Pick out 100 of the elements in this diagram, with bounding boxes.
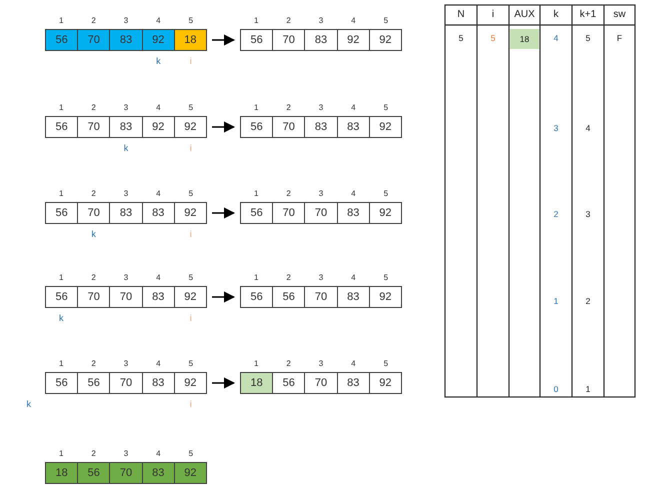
arrow [212, 121, 236, 133]
index-number: 3 [318, 273, 324, 282]
table-value: 2 [552, 209, 560, 219]
index-number: 5 [188, 449, 194, 458]
array-box [240, 202, 402, 224]
column-header: N [456, 9, 466, 20]
array-box [240, 116, 402, 138]
array-value: 70 [272, 30, 304, 50]
pointer-label: i [188, 56, 193, 66]
array-value: 56 [77, 463, 110, 483]
table-value: 5 [584, 33, 592, 43]
pointer-label: i [188, 313, 193, 323]
index-number: 4 [350, 273, 357, 282]
index-number: 1 [252, 16, 260, 25]
array-value: 70 [109, 463, 142, 483]
index-number: 5 [382, 16, 390, 25]
index-number: 5 [188, 359, 194, 368]
table-value: 3 [584, 209, 592, 219]
column-header: k+1 [578, 9, 598, 20]
pointer-label: k [122, 143, 130, 153]
column-header: i [490, 9, 496, 20]
table-value: 1 [552, 296, 560, 306]
index-number: 1 [252, 189, 260, 198]
index-number: 3 [122, 103, 130, 112]
array-value: 70 [77, 117, 110, 137]
array-value: 56 [46, 30, 78, 50]
pointer-label: i [188, 229, 193, 239]
index-number: 4 [155, 449, 162, 458]
arrow [212, 207, 236, 219]
index-number: 4 [350, 189, 357, 198]
array-value: 70 [77, 203, 110, 223]
index-number: 5 [382, 103, 390, 112]
array-box [45, 202, 207, 224]
index-number: 3 [122, 189, 130, 198]
table-value: 0 [552, 384, 560, 394]
array-box [240, 286, 402, 308]
array-value: 18 [46, 463, 78, 483]
array-value: 56 [77, 373, 110, 393]
index-number: 5 [382, 273, 390, 282]
index-number: 4 [155, 189, 162, 198]
array-box [240, 372, 402, 394]
table-value: 4 [552, 33, 560, 43]
pointer-label: i [188, 399, 193, 409]
index-number: 4 [350, 16, 357, 25]
column-header: sw [612, 9, 627, 20]
index-number: 5 [382, 189, 390, 198]
index-number: 2 [285, 359, 292, 368]
array-value: 70 [77, 30, 110, 50]
index-number: 3 [122, 16, 130, 25]
arrow [212, 377, 236, 389]
array-value: 70 [77, 287, 110, 307]
index-number: 2 [90, 359, 97, 368]
arrow [212, 291, 236, 303]
index-number: 1 [58, 103, 64, 112]
index-number: 4 [155, 16, 162, 25]
column-header: k [552, 9, 560, 20]
index-number: 2 [90, 16, 97, 25]
index-number: 1 [58, 273, 64, 282]
table-value: 3 [552, 123, 560, 133]
index-number: 3 [318, 16, 324, 25]
table-value: 4 [584, 123, 592, 133]
index-number: 1 [252, 359, 260, 368]
index-number: 2 [285, 16, 292, 25]
table-value: 1 [584, 384, 592, 394]
index-number: 3 [122, 359, 130, 368]
index-number: 3 [122, 449, 130, 458]
index-number: 3 [122, 273, 130, 282]
array-value: 56 [272, 373, 304, 393]
index-number: 4 [155, 273, 162, 282]
pointer-label: i [188, 143, 193, 153]
index-number: 2 [285, 273, 292, 282]
array-box [45, 29, 207, 51]
array-box [45, 462, 207, 484]
index-number: 4 [155, 359, 162, 368]
table-value: 2 [584, 296, 592, 306]
index-number: 3 [318, 359, 324, 368]
arrow [212, 34, 236, 46]
index-number: 4 [155, 103, 162, 112]
index-number: 1 [58, 449, 64, 458]
index-number: 2 [90, 103, 97, 112]
table-value: F [616, 33, 624, 43]
index-number: 5 [188, 103, 194, 112]
array-box [45, 286, 207, 308]
index-number: 4 [350, 359, 357, 368]
index-number: 1 [252, 103, 260, 112]
table-value: 18 [510, 29, 539, 49]
pointer-label: k [90, 229, 97, 239]
array-value: 18 [174, 30, 206, 50]
array-value: 70 [272, 203, 304, 223]
array-value: 56 [272, 287, 304, 307]
index-number: 5 [188, 16, 194, 25]
array-box [240, 29, 402, 51]
index-number: 1 [58, 189, 64, 198]
index-number: 1 [252, 273, 260, 282]
pointer-label: k [26, 399, 32, 409]
array-value: 92 [174, 463, 206, 483]
index-number: 2 [285, 189, 292, 198]
index-number: 5 [188, 273, 194, 282]
array-box [45, 372, 207, 394]
index-number: 4 [350, 103, 357, 112]
